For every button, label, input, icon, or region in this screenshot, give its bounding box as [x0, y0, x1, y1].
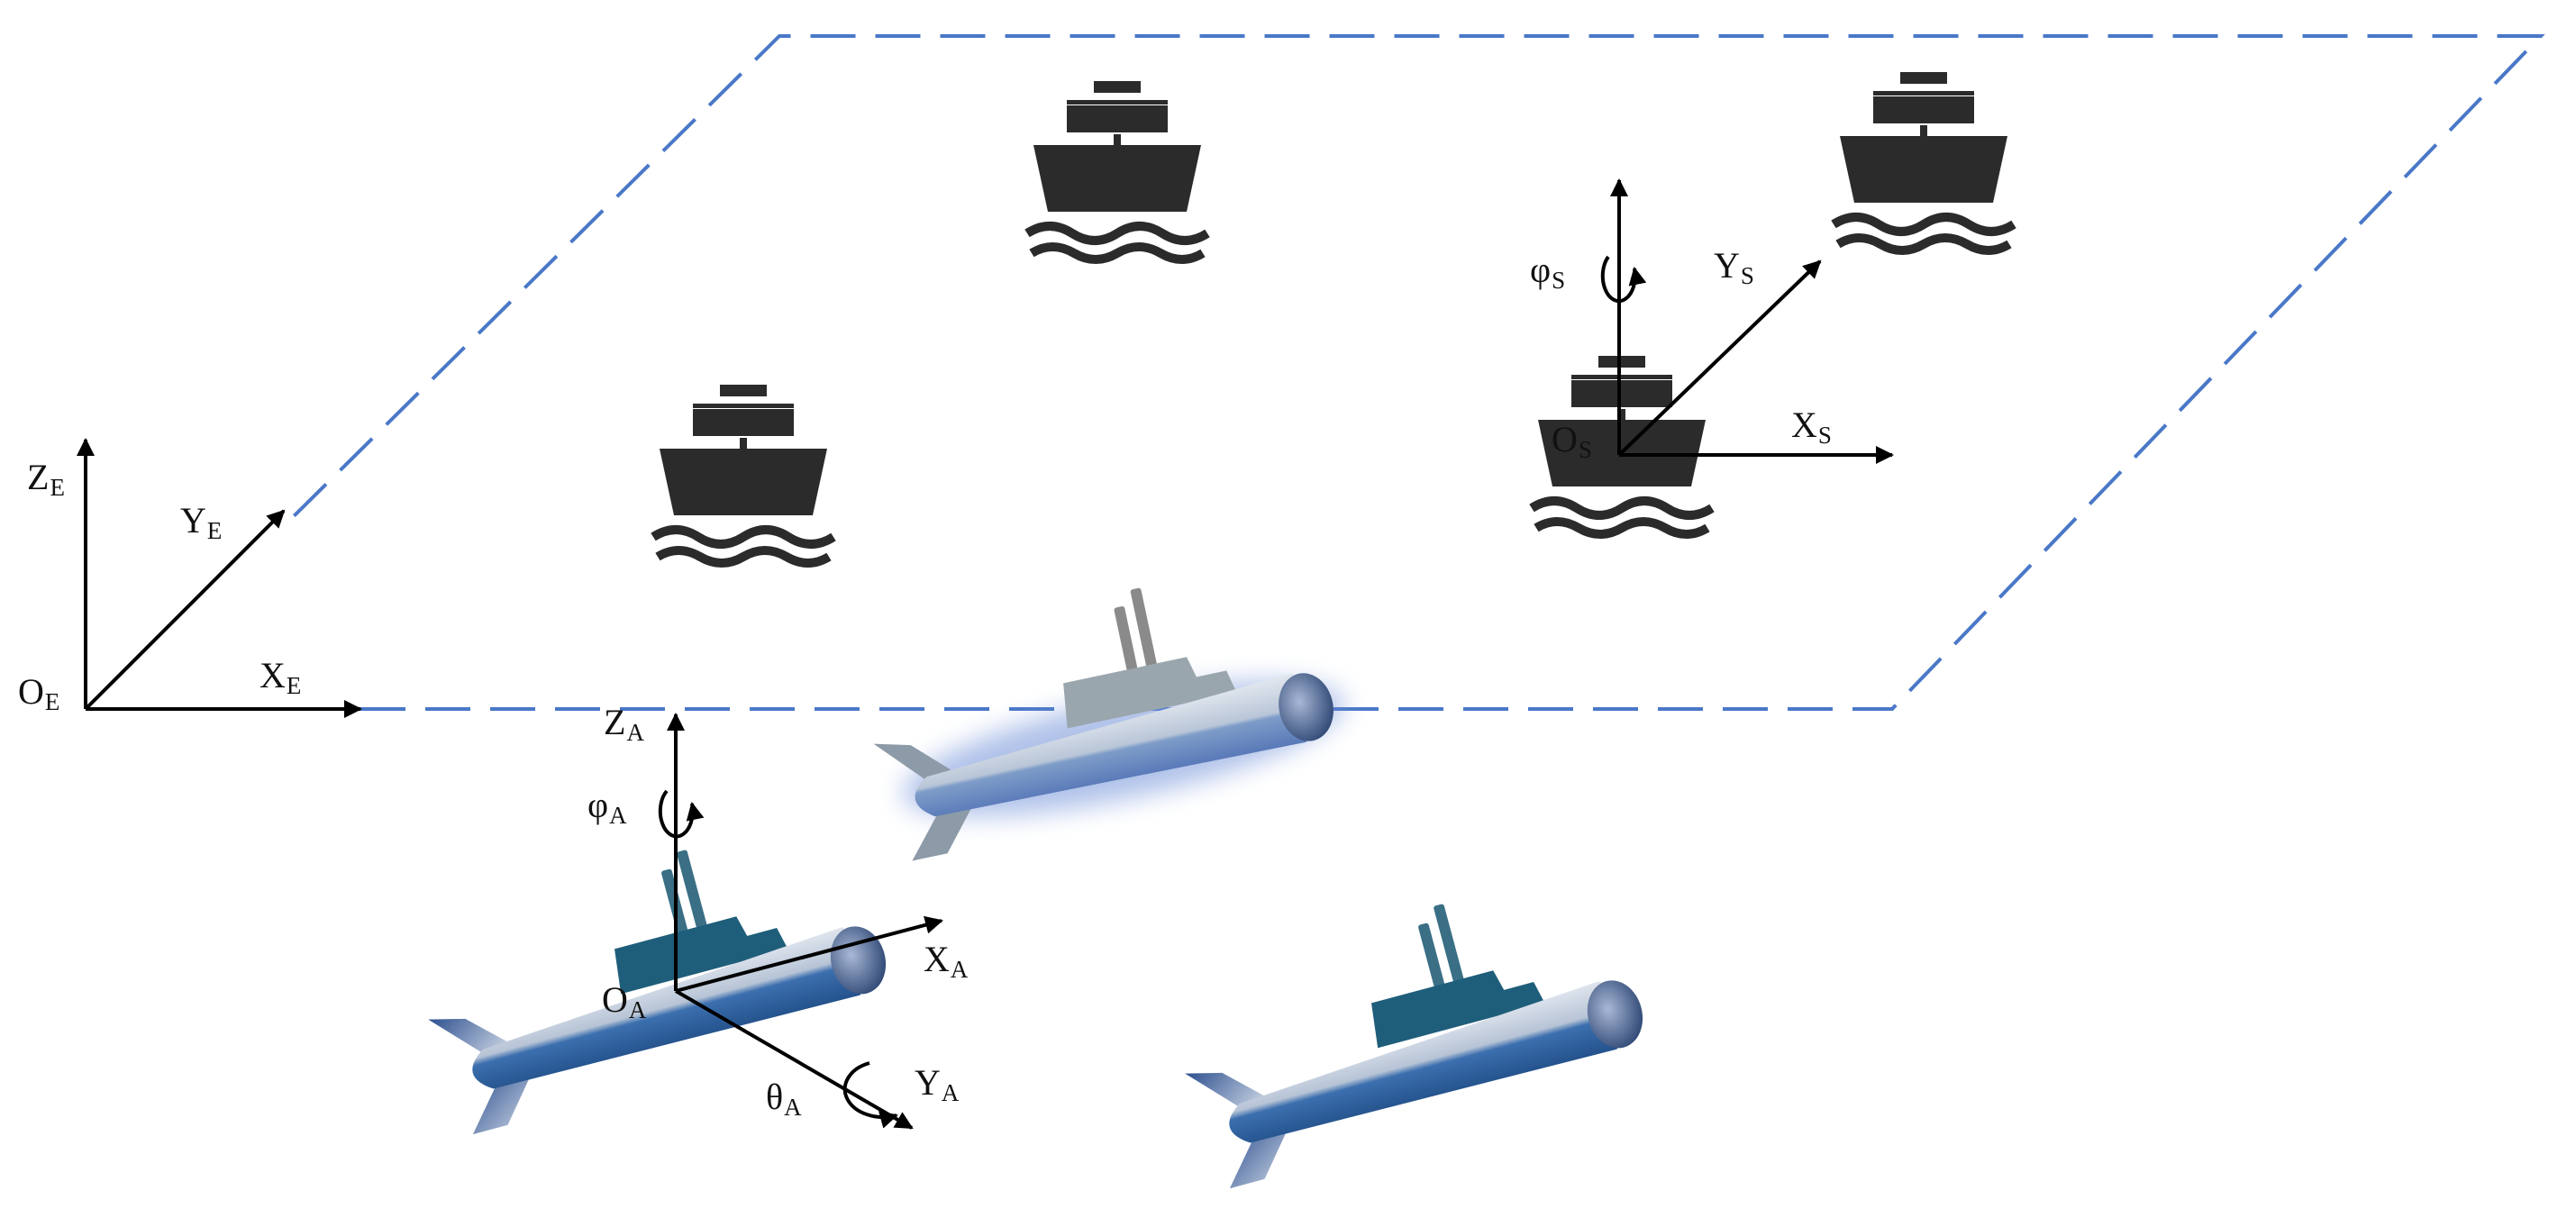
submarine-icon-surfacing	[873, 587, 1344, 861]
submarine-icon-bottom-right	[1160, 860, 1660, 1192]
earth-origin-label: OE	[18, 671, 60, 715]
earth-z-label: ZE	[27, 457, 65, 501]
earth-x-label: XE	[259, 655, 302, 699]
ship-origin-label: OS	[1552, 419, 1592, 463]
ship-frame-axes	[1600, 178, 1894, 464]
earth-frame-axes	[77, 438, 362, 718]
submarine-icon-with-frame	[403, 806, 903, 1138]
ship-x-label: XS	[1791, 404, 1832, 449]
earth-y-axis	[84, 509, 286, 711]
ship-icon-top-center	[1027, 81, 1207, 259]
ship-yaw-rotation-icon	[1600, 255, 1647, 304]
auv-pitch-label: θA	[766, 1077, 802, 1121]
auv-y-label: YA	[915, 1062, 960, 1106]
earth-y-label: YE	[180, 500, 223, 544]
ship-y-axis	[1617, 259, 1822, 457]
ship-yaw-label: φS	[1530, 250, 1566, 294]
sea-surface-plane	[291, 34, 2545, 711]
ship-y-label: YS	[1714, 245, 1754, 289]
auv-yaw-rotation-icon	[658, 789, 705, 839]
auv-frame-axes	[658, 713, 943, 1130]
ship-icon-top-right	[1834, 72, 2014, 250]
auv-origin-label: OA	[602, 979, 647, 1023]
auv-yaw-label: φA	[587, 785, 627, 829]
auv-pitch-rotation-icon	[842, 1061, 898, 1129]
auv-x-label: XA	[924, 939, 969, 983]
auv-y-axis	[674, 989, 914, 1130]
auv-x-axis	[675, 915, 943, 993]
ship-icon-left	[653, 385, 833, 563]
auv-z-label: ZA	[604, 702, 644, 746]
